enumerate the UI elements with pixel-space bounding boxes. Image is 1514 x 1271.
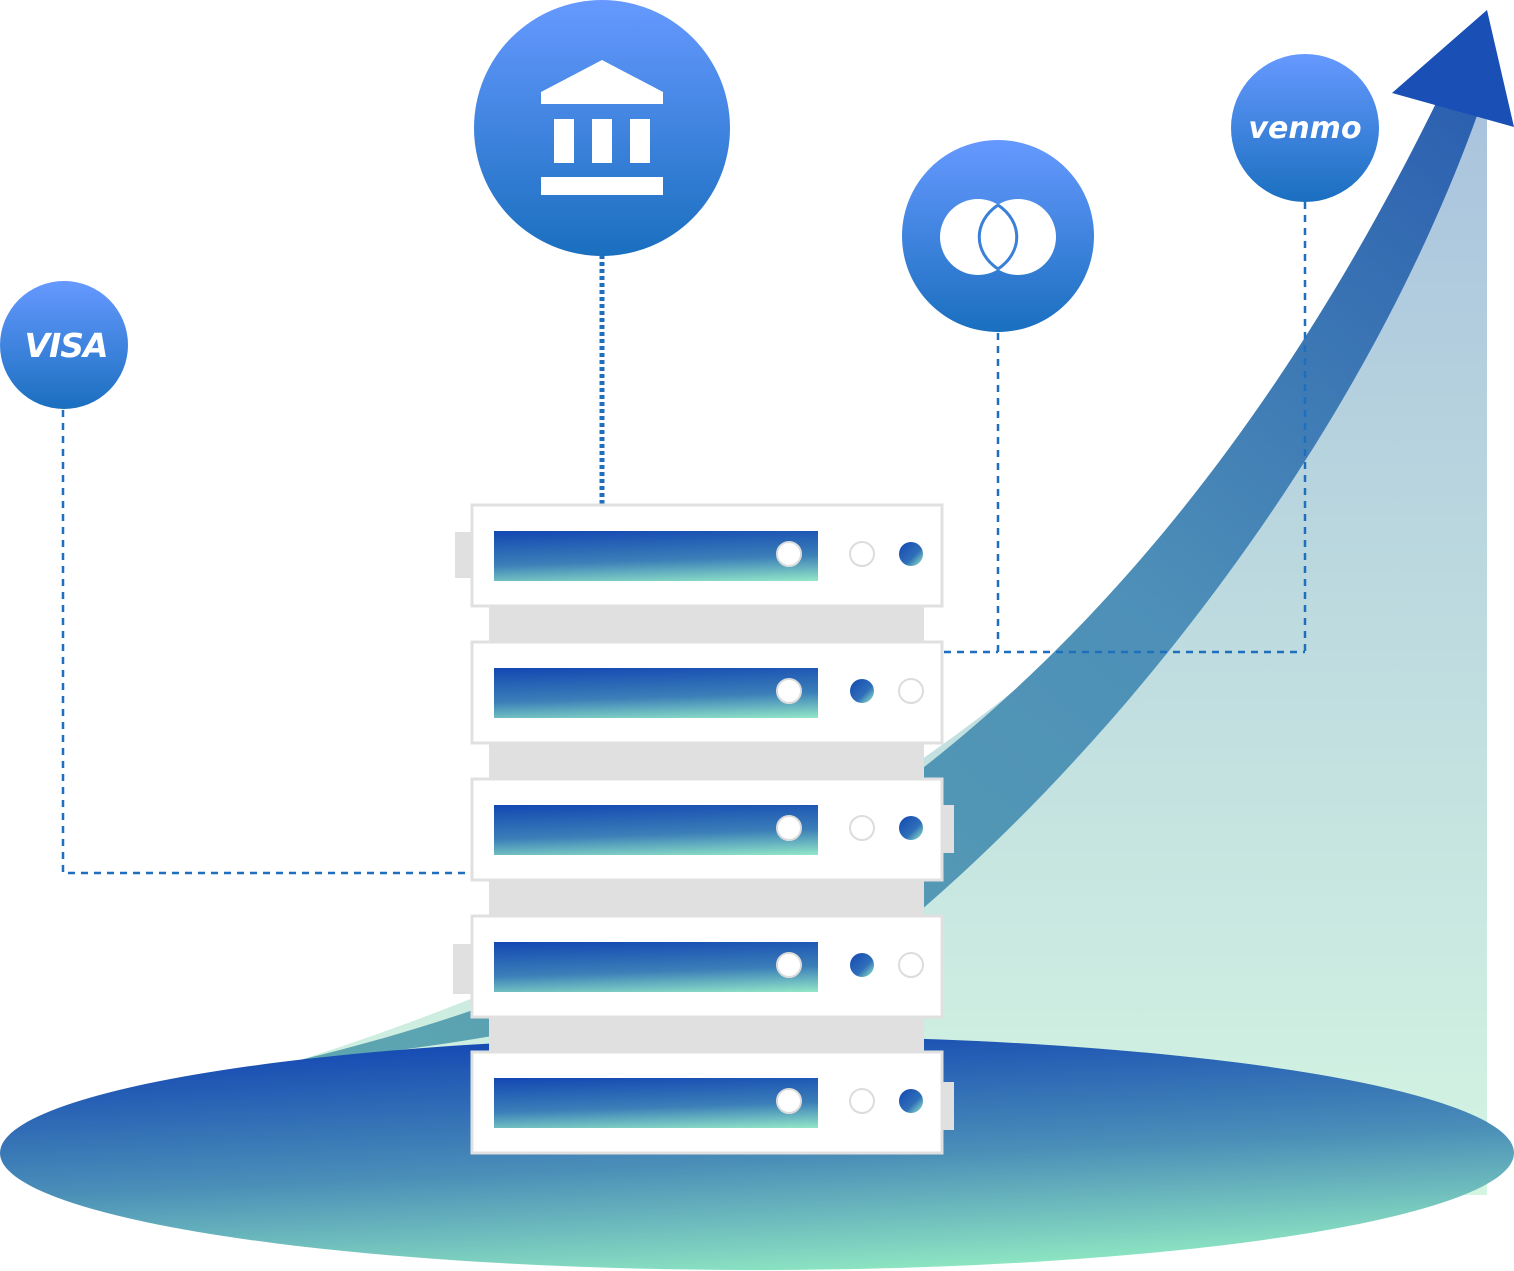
mastercard-icon [940,199,1056,275]
server-spacer [489,743,924,781]
power-button [776,541,802,567]
server-unit-5 [470,1050,944,1155]
status-led-on [850,953,874,977]
server-spacer [489,606,924,644]
server-side-tab [453,944,473,994]
server-side-tab [455,532,473,578]
connector-lines [61,202,1307,875]
status-led-on [899,542,923,566]
status-led-on [899,1089,923,1113]
power-button [776,815,802,841]
server-stack [453,503,954,1155]
visa-logo: VISA [24,326,107,365]
server-display-panel [494,1078,818,1128]
bank-icon [541,60,663,195]
server-unit-2 [470,640,944,745]
visa-connector [61,410,468,875]
server-unit-4 [470,914,944,1019]
status-led-off [898,952,924,978]
status-led-off [898,678,924,704]
server-display-panel [494,531,818,581]
venmo-logo: venmo [1248,111,1361,146]
server-unit-3 [470,777,944,882]
mastercard-badge [902,140,1094,332]
power-button [776,952,802,978]
server-spacer [489,880,924,918]
venmo-badge: venmo [1231,54,1379,202]
server-display-panel [494,805,818,855]
server-display-panel [494,668,818,718]
power-button [776,678,802,704]
power-button [776,1088,802,1114]
status-led-off [849,541,875,567]
status-led-on [850,679,874,703]
server-display-panel [494,942,818,992]
growth-area [300,100,1487,1195]
server-spacer [489,1016,924,1054]
status-led-off [849,815,875,841]
server-unit-1 [470,503,944,608]
status-led-off [849,1088,875,1114]
status-led-on [899,816,923,840]
visa-badge: VISA [0,281,128,409]
bank-badge [474,0,730,256]
growth-arrow-head [1392,10,1514,127]
